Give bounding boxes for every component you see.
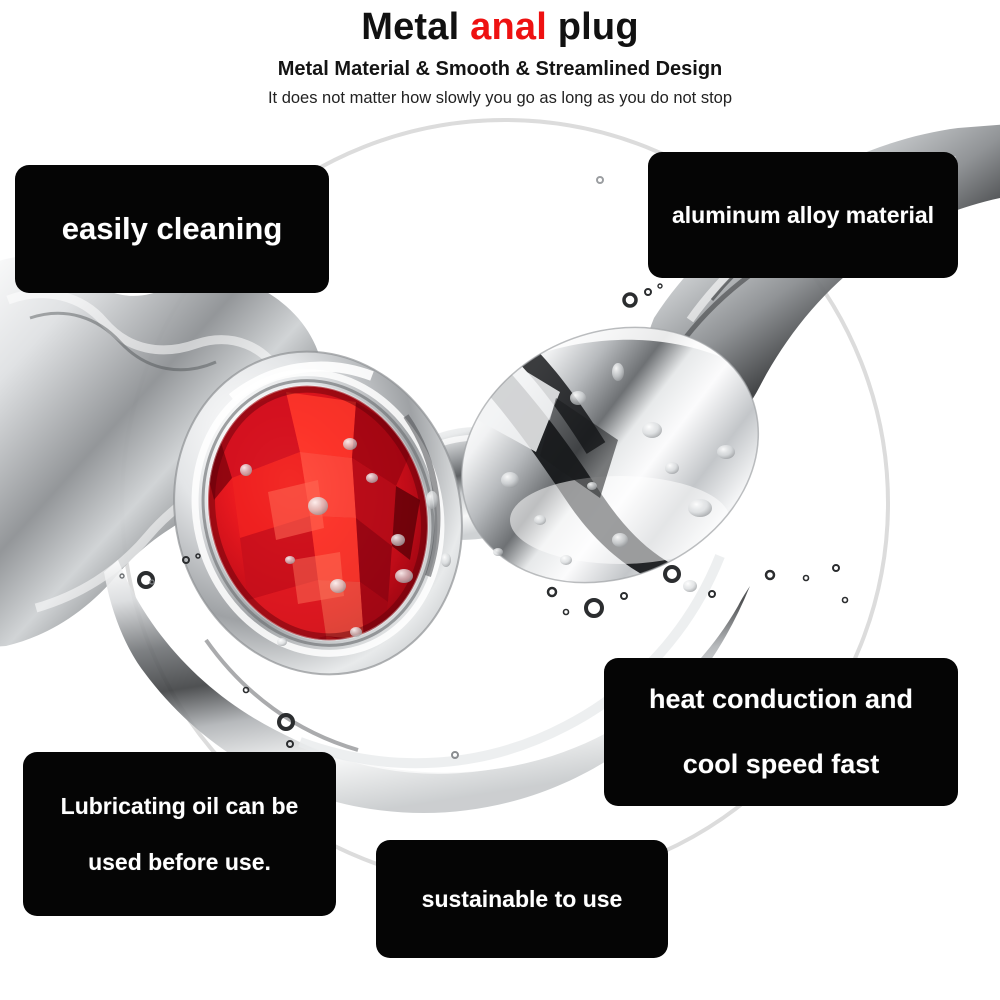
feature-label-line-2: cool speed fast [682,749,880,780]
feature-label-line-2: used before use. [88,849,271,876]
liquid-splash-bottom-wave [104,554,750,814]
water-droplets [240,363,735,646]
title-part-2: plug [546,6,639,48]
feature-label-text: aluminum alloy material [671,201,935,228]
feature-label-text: easily cleaning [61,211,283,247]
feature-label-text: sustainable to use [421,885,623,912]
header-block: Metal anal plug Metal Material & Smooth … [0,0,1000,107]
feature-label-easily-cleaning: easily cleaning [15,165,329,293]
page-title: Metal anal plug [0,0,1000,46]
feature-label-text: Lubricating oil can be used before use. [61,792,299,876]
feature-label-sustainable-to-use: sustainable to use [376,840,668,958]
feature-label-heat-conduction: heat conduction and cool speed fast [604,658,958,806]
page-tagline: It does not matter how slowly you go as … [267,89,733,107]
page-subtitle: Metal Material & Smooth & Streamlined De… [277,58,723,80]
feature-label-line-1: heat conduction and [648,683,913,714]
feature-label-line-1: Lubricating oil can be [60,792,299,819]
title-highlight: anal [470,6,547,48]
title-part-1: Metal [361,6,471,48]
feature-label-lubricating-oil: Lubricating oil can be used before use. [23,752,336,916]
feature-label-aluminum-alloy: aluminum alloy material [648,152,958,278]
feature-label-text: heat conduction and cool speed fast [649,683,913,782]
